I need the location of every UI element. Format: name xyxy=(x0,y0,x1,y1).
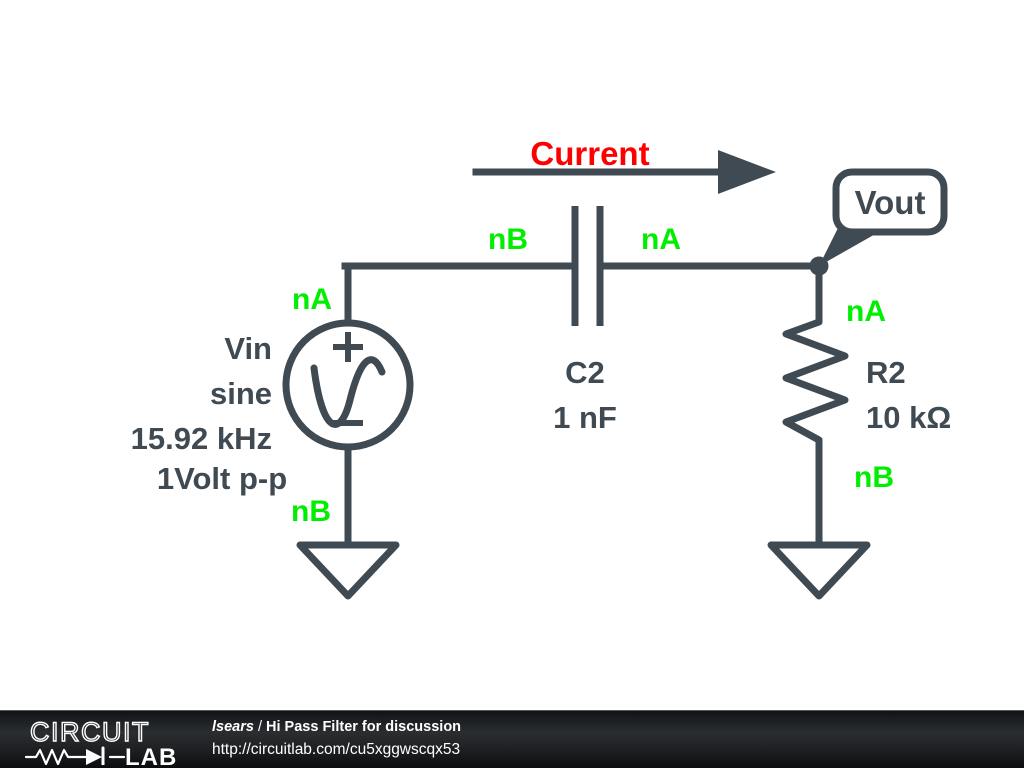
vout-callout-tail xyxy=(819,228,886,266)
net-label-resistor-bottom: nB xyxy=(854,461,894,494)
capacitor-label-block: C2 1 nF xyxy=(553,355,617,435)
logo-text-lab: LAB xyxy=(125,744,177,765)
circuit-schematic-canvas[interactable]: Current Vin xyxy=(0,0,1024,710)
voltage-source-vin[interactable] xyxy=(282,319,414,549)
vout-probe-callout[interactable]: Vout xyxy=(819,168,948,266)
net-label-source-bottom: nB xyxy=(291,495,331,528)
net-label-resistor-top: nA xyxy=(846,295,886,328)
logo-text-circuit: CIRCUIT xyxy=(30,717,150,747)
ground-triangle-left xyxy=(296,541,400,600)
source-label-block: Vin sine 15.92 kHz 1Volt p-p xyxy=(131,331,287,496)
resistor-value-label: 10 kΩ xyxy=(866,400,951,435)
circuitlab-logo[interactable]: CIRCUIT LAB xyxy=(24,715,199,765)
current-arrow-head xyxy=(718,150,776,194)
resistor-zigzag xyxy=(782,311,849,456)
source-plus-sign xyxy=(333,332,363,362)
source-frequency-label: 15.92 kHz xyxy=(131,421,272,456)
resistor-name-label: R2 xyxy=(866,355,906,390)
footer-bar: CIRCUIT LAB lsears / Hi Pass Filter for … xyxy=(0,710,1024,768)
net-label-source-top: nA xyxy=(292,283,332,316)
top-wire-net[interactable] xyxy=(341,262,824,334)
vout-callout-label: Vout xyxy=(855,184,926,221)
footer-separator: / xyxy=(257,719,262,735)
capacitor-name-label: C2 xyxy=(565,355,605,390)
current-arrow-annotation[interactable]: Current xyxy=(472,135,776,194)
footer-url[interactable]: http://circuitlab.com/cu5xggwscqx53 xyxy=(212,741,461,758)
resistor-r2[interactable] xyxy=(782,262,849,549)
source-amplitude-label: 1Volt p-p xyxy=(157,461,287,496)
capacitor-value-label: 1 nF xyxy=(553,400,617,435)
footer-text-block: lsears / Hi Pass Filter for discussion h… xyxy=(212,716,461,762)
net-label-cap-left: nB xyxy=(488,223,528,256)
footer-credit-line: lsears / Hi Pass Filter for discussion xyxy=(212,716,461,738)
ground-triangle-right xyxy=(767,541,871,600)
vout-callout-balloon xyxy=(832,168,948,236)
resistor-label-block: R2 10 kΩ xyxy=(866,355,951,435)
current-arrow-label: Current xyxy=(530,135,649,172)
sine-wave-glyph xyxy=(310,356,386,428)
net-label-cap-right: nA xyxy=(641,223,681,256)
source-name-label: Vin xyxy=(224,331,272,366)
footer-project-title: Hi Pass Filter for discussion xyxy=(266,719,462,735)
logo-circuit-glyph xyxy=(24,746,126,765)
ground-symbol-right[interactable] xyxy=(767,541,871,600)
source-type-label: sine xyxy=(210,376,272,411)
capacitor-c2[interactable] xyxy=(571,206,604,326)
footer-username[interactable]: lsears xyxy=(212,719,254,735)
ground-symbol-left[interactable] xyxy=(296,541,400,600)
